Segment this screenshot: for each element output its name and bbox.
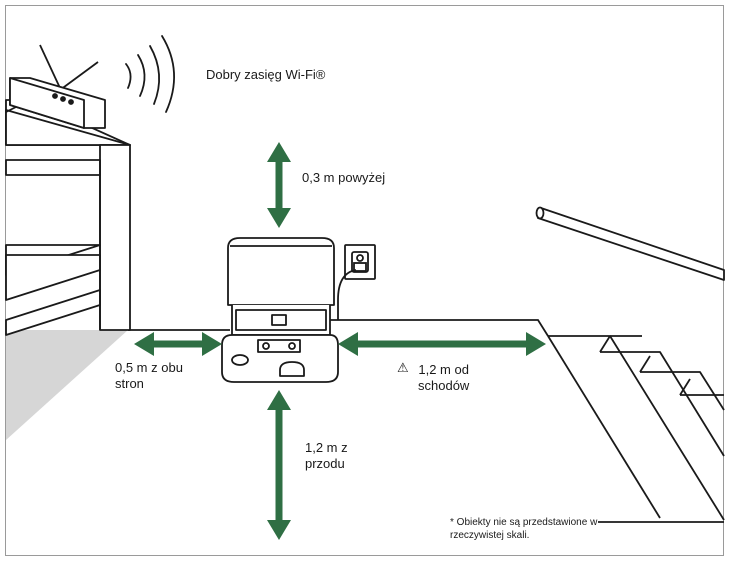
wall-shadow xyxy=(6,330,128,440)
wifi-label: Dobry zasięg Wi-Fi® xyxy=(206,67,326,82)
above-clearance-label: 0,3 m powyżej xyxy=(302,170,386,185)
dock-station xyxy=(221,237,339,383)
scale-note: * Obiekty nie są przedstawione w rzeczyw… xyxy=(450,516,597,542)
side-clearance-line-2: stron xyxy=(115,376,144,391)
side-clearance-label: 0,5 m z obu stron xyxy=(115,360,183,392)
front-clearance-label: 1,2 m z przodu xyxy=(305,440,348,472)
shelf-unit xyxy=(5,99,131,336)
router-icon xyxy=(9,44,106,129)
wifi-waves-icon xyxy=(125,35,175,113)
stairs-clearance-label: 1,2 m od schodów xyxy=(418,362,469,394)
wall-pipe xyxy=(535,206,725,281)
stairs-clearance-line-2: schodów xyxy=(418,378,470,393)
side-clearance-line-1: 0,5 m z obu xyxy=(115,360,183,375)
stairs-clearance-line-1: 1,2 m od xyxy=(418,362,469,377)
left-clearance-arrow xyxy=(134,332,222,356)
clearance-arrows xyxy=(134,142,546,540)
above-clearance-arrow xyxy=(267,142,291,228)
front-clearance-line-2: przodu xyxy=(305,456,345,471)
front-clearance-arrow xyxy=(267,390,291,540)
scale-note-line-2: rzeczywistej skali. xyxy=(450,530,530,541)
stairs xyxy=(547,335,725,523)
scale-note-line-1: * Obiekty nie są przedstawione w xyxy=(450,517,598,528)
floor-line-right xyxy=(330,319,549,337)
right-clearance-arrow xyxy=(338,332,546,356)
front-clearance-line-1: 1,2 m z xyxy=(305,440,348,455)
power-outlet-icon xyxy=(337,244,376,320)
warning-triangle-icon: ⚠ xyxy=(397,361,409,376)
